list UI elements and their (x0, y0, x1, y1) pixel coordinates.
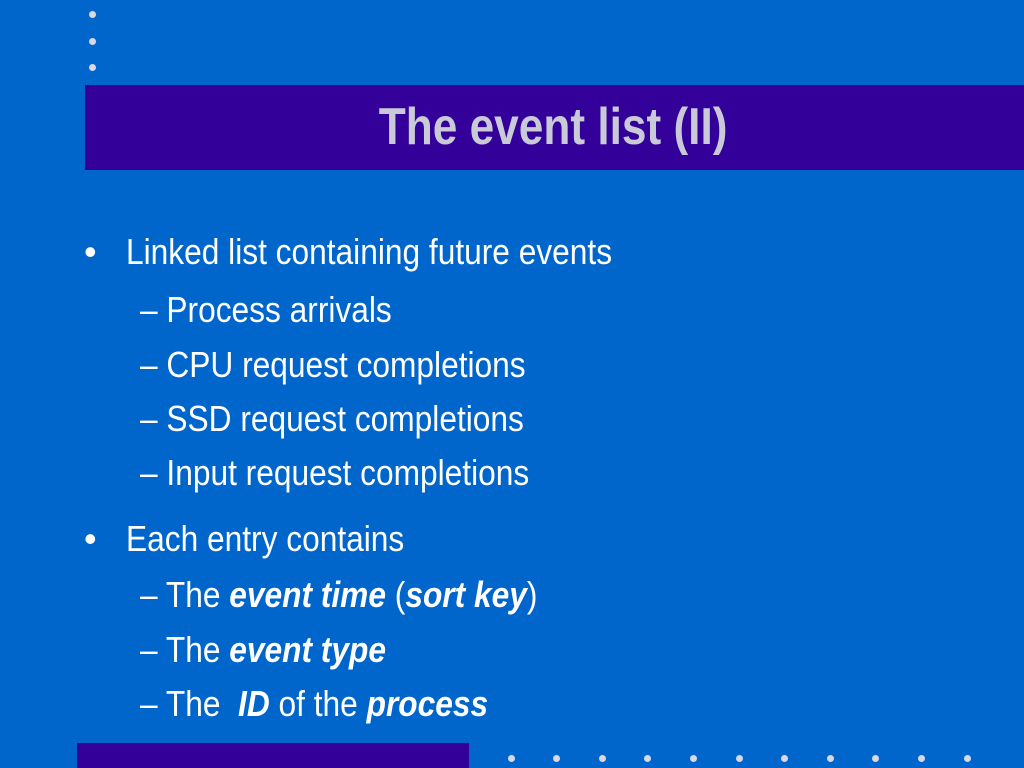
sub-item: – The ID of the process (140, 686, 488, 722)
emphasis-process: process (366, 683, 489, 724)
sub-item-prefix: – The (140, 683, 239, 724)
bullet-text: Linked list containing future events (126, 231, 613, 272)
bottom-band (77, 743, 469, 768)
dot (508, 755, 515, 762)
slide-title: The event list (II) (378, 98, 728, 156)
dot (964, 755, 971, 762)
bullet-text: Each entry contains (126, 518, 405, 559)
sub-item: – SSD request completions (140, 398, 524, 439)
dot (827, 755, 834, 762)
sub-item-mid: of the (269, 683, 367, 724)
dot (872, 755, 879, 762)
sub-item-prefix: – The (140, 574, 230, 615)
sub-item-prefix: – The (140, 629, 230, 670)
sub-item: – The event type (140, 632, 386, 668)
sub-item: – Process arrivals (140, 289, 392, 330)
dot (89, 38, 96, 45)
dot (553, 755, 560, 762)
decorative-dots-bottom (508, 755, 1008, 763)
dot (599, 755, 606, 762)
emphasis-sort-key: sort key (405, 574, 527, 615)
sub-item: – The event time (sort key) (140, 577, 537, 613)
emphasis-event-time: event time (229, 574, 386, 615)
emphasis-id: ID (238, 683, 270, 724)
sub-item-suffix: ) (526, 574, 538, 615)
dot (89, 64, 96, 71)
dot (89, 11, 96, 18)
dot (736, 755, 743, 762)
title-band: The event list (II) (85, 85, 1024, 170)
decorative-dots-top (89, 11, 99, 75)
dot (690, 755, 697, 762)
sub-item-mid: ( (385, 574, 406, 615)
emphasis-event-type: event type (229, 629, 386, 670)
sub-item: – Input request completions (140, 452, 530, 493)
sub-item: – CPU request completions (140, 344, 526, 385)
dot (781, 755, 788, 762)
dot (918, 755, 925, 762)
bullet-marker: • (84, 231, 97, 272)
bullet-marker: • (84, 518, 97, 559)
dot (644, 755, 651, 762)
